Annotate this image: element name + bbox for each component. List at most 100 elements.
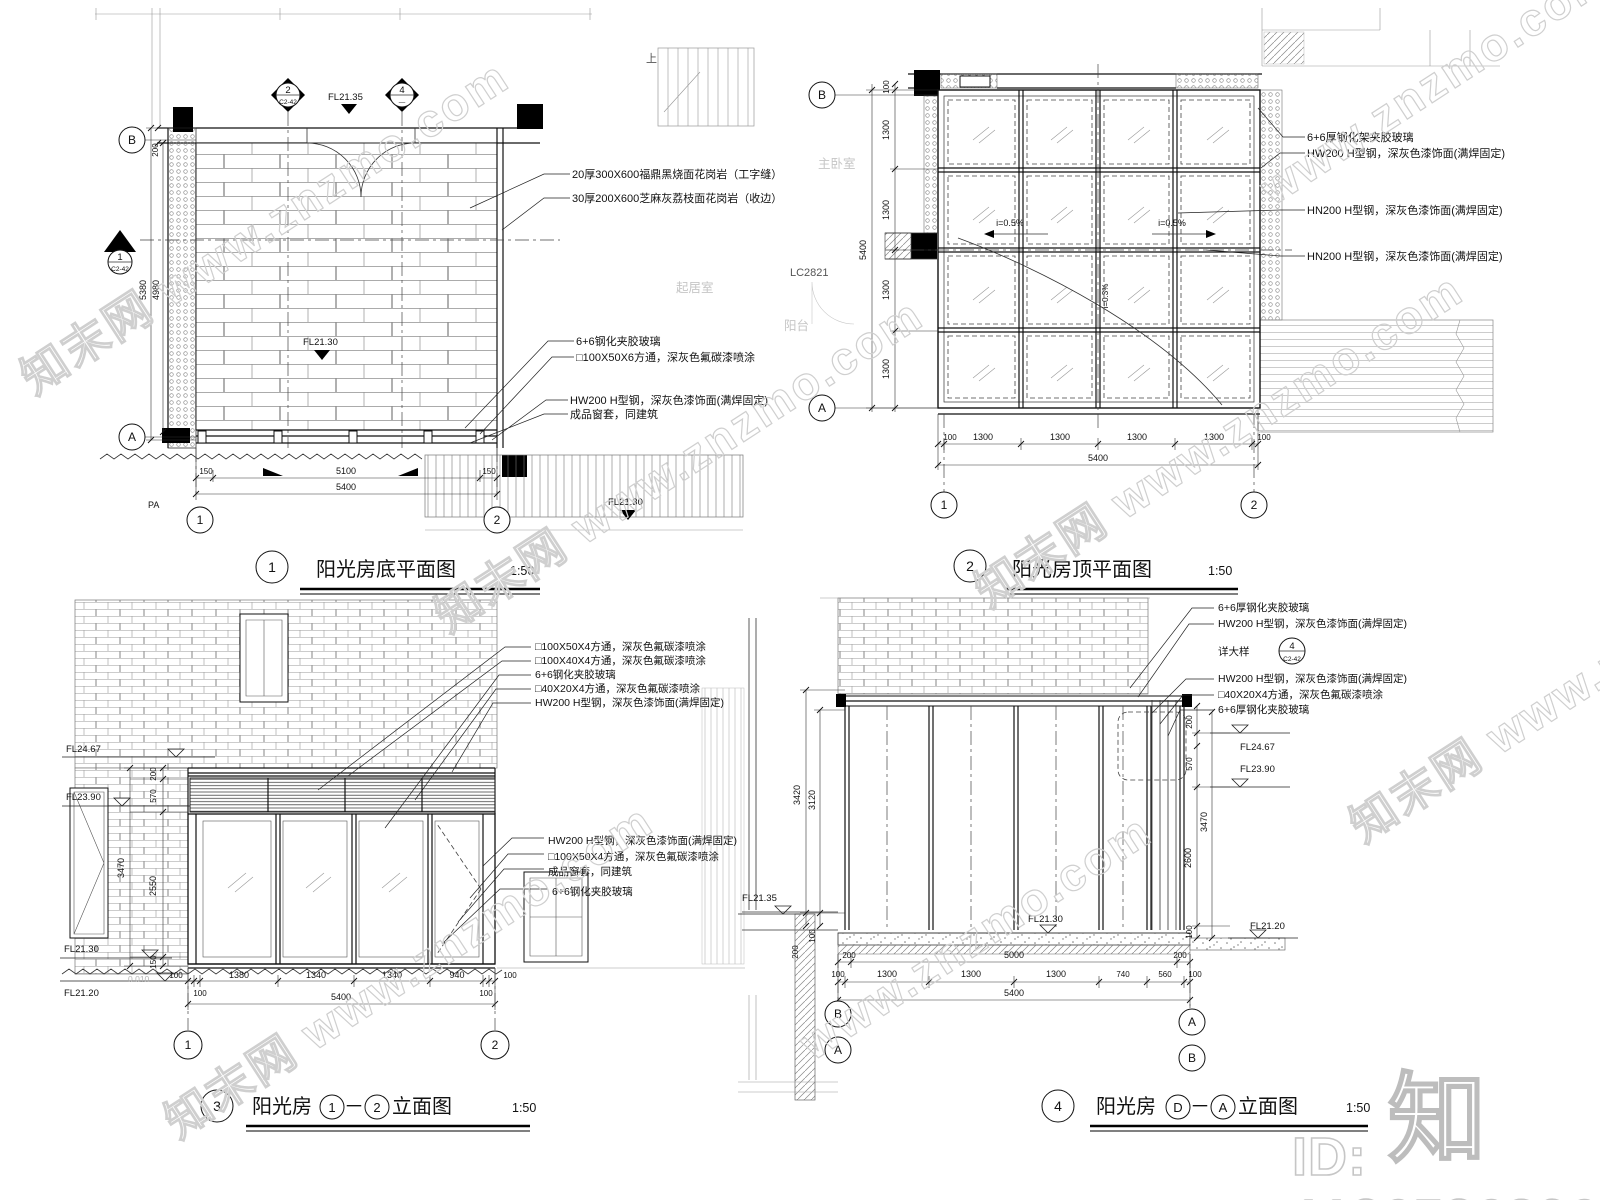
dim-label: 1300 — [1204, 432, 1224, 442]
level-marker: FL21.20 — [1228, 921, 1298, 939]
level-text: FL21.20 — [1250, 921, 1285, 932]
level-marker: FL21.20 — [60, 972, 200, 999]
dim-label: 200 — [1173, 951, 1187, 960]
annotation: □100X50X6方通，深灰色氟碳漆喷涂 — [576, 350, 755, 364]
figure-title: 阳光房底平面图 — [316, 558, 456, 581]
annotation: □100X50X4方通，深灰色氟碳漆喷涂 — [548, 850, 719, 863]
dim-label: 2550 — [148, 876, 158, 896]
dim-label: 940 — [449, 970, 464, 980]
section-marker-2: 2 C2-42 — [271, 78, 305, 112]
panel4-title: 4 阳光房 D － A 立面图 1:50 — [1041, 1089, 1370, 1132]
figure-title: 立面图 — [392, 1095, 452, 1118]
figure-scale: 1:50 — [1346, 1101, 1370, 1115]
grid-label: 2 — [494, 513, 501, 527]
room-label-balcony: 阳台 — [784, 318, 809, 333]
dim-label: 3420 — [792, 785, 802, 805]
dim-label: 100 — [943, 433, 957, 442]
annotation: 6+6钢化夹胶玻璃 — [552, 885, 633, 898]
dim-label: 150 — [149, 955, 158, 969]
annotation: 成品窗套，同建筑 — [570, 407, 658, 421]
title-dash: － — [1190, 1096, 1210, 1118]
level-text: FL24.67 — [66, 744, 101, 755]
detail-label: 详大样 — [1218, 645, 1250, 658]
level-text: FL24.67 — [1240, 742, 1275, 753]
dim-label: 200 — [149, 767, 158, 781]
annotation: HW200 H型钢，深灰色漆饰面(满焊固定) — [1218, 617, 1407, 630]
section-number: 2 — [285, 85, 290, 96]
dim-label: 1340 — [382, 970, 402, 980]
grid-label: 1 — [185, 1038, 192, 1052]
section-ref: C2-42 — [111, 266, 129, 273]
dim-label: 100 — [1257, 433, 1271, 442]
figure-scale: 1:50 — [1208, 564, 1232, 578]
annotation: HW200 H型钢，深灰色漆饰面(满焊固定) — [1218, 672, 1407, 685]
level-marker-fl2130-plan: FL21.30 — [303, 337, 338, 360]
annotation: HW200 H型钢，深灰色漆饰面(满焊固定) — [570, 393, 768, 407]
circled-grid-ref: A — [1219, 1100, 1228, 1115]
dim-label: 150 — [482, 467, 496, 476]
dim-label: 100 — [193, 989, 207, 998]
panel3-title: 3 阳光房 1 － 2 立面图 1:50 — [200, 1089, 536, 1132]
stair-fragment: 上 — [646, 47, 755, 127]
dim-label: 1380 — [229, 970, 249, 980]
grid-bubble-1: 1 — [186, 506, 214, 534]
annotation: □40X20X4方通，深灰色氟碳漆喷涂 — [535, 682, 701, 695]
dim-label: 100 — [882, 80, 891, 94]
level-marker: FL23.90 — [1210, 764, 1290, 788]
grid-bubble-1: 1 — [173, 1030, 203, 1060]
title-dash: － — [344, 1096, 364, 1118]
level-text: FL21.30 — [303, 337, 338, 348]
annotation: 6+6钢化夹胶玻璃 — [576, 334, 661, 348]
slope-label: i=0.5% — [1158, 218, 1186, 228]
level-text: FL21.20 — [64, 988, 99, 999]
detail-ref: C2-42 — [1283, 656, 1301, 663]
annotation: 20厚300X600福鼎黑烧面花岗岩（工字缝） — [572, 167, 782, 181]
panel2-title: 2 阳光房顶平面图 1:50 — [953, 549, 1238, 595]
panel3-elevation: FL24.67 FL23.90 FL21.30 FL21.20 0.010 20… — [60, 599, 745, 1060]
detail-number: 4 — [1289, 641, 1294, 652]
sheet-fragment-top-left — [95, 8, 592, 126]
level-text: FL21.30 — [64, 944, 99, 955]
grid-label: A — [1188, 1015, 1196, 1029]
glass-marks — [227, 872, 408, 893]
grid-label: A — [128, 430, 136, 444]
grid-label: B — [1188, 1051, 1196, 1065]
circled-grid-ref: D — [1173, 1100, 1182, 1115]
figure-number: 2 — [966, 558, 974, 574]
slope-right: i=0.5% — [1152, 218, 1216, 238]
grid-bubble-2: 2 — [1240, 491, 1268, 519]
dim-label: 100 — [1188, 970, 1202, 979]
dim-label: 570 — [1185, 757, 1194, 771]
dim-label: 100 — [169, 971, 183, 980]
circled-grid-ref: 2 — [373, 1100, 380, 1115]
detail-reference: 详大样 4 C2-42 — [1218, 637, 1306, 665]
grid-bubble-2: 2 — [483, 506, 511, 534]
dim-label: 2600 — [1183, 848, 1193, 868]
dim-label: 5400 — [858, 240, 868, 260]
level-marker: FL21.30 — [60, 944, 172, 959]
dim-label: 1300 — [1050, 432, 1070, 442]
window-code-label: LC2821 — [790, 267, 829, 279]
grid-bubble-B: B — [808, 81, 938, 109]
grid-label: 1 — [197, 513, 204, 527]
room-label-master: 主卧室 — [818, 156, 856, 171]
dim-label: 1300 — [1127, 432, 1147, 442]
figure-number: 4 — [1054, 1098, 1062, 1114]
figure-title: 立面图 — [1238, 1095, 1298, 1118]
room-label-living: 起居室 — [676, 280, 714, 295]
level-marker: FL21.35 — [738, 893, 800, 915]
grid-bubble-B-left: B — [824, 1000, 852, 1028]
grid-bubble-A-right: A — [1178, 1008, 1206, 1036]
grid-label: 2 — [492, 1038, 499, 1052]
dim-label: 5380 — [138, 280, 148, 300]
annotation: HN200 H型钢，深灰色漆饰面(满焊固定) — [1307, 203, 1503, 217]
section-ref: — — [399, 99, 406, 106]
panel4-elevation: FL21.35 FL21.30 FL24.67 FL23.90 FL21.20 … — [738, 597, 1407, 1101]
level-text: FL21.35 — [328, 92, 363, 103]
grid-label: B — [128, 133, 136, 147]
dim-label: 1300 — [877, 969, 897, 979]
dim-label: 150 — [199, 467, 213, 476]
panel1-floor-plan: B A 1 2 2 C2-42 4 — — [99, 78, 782, 534]
section-number: 4 — [399, 85, 404, 96]
